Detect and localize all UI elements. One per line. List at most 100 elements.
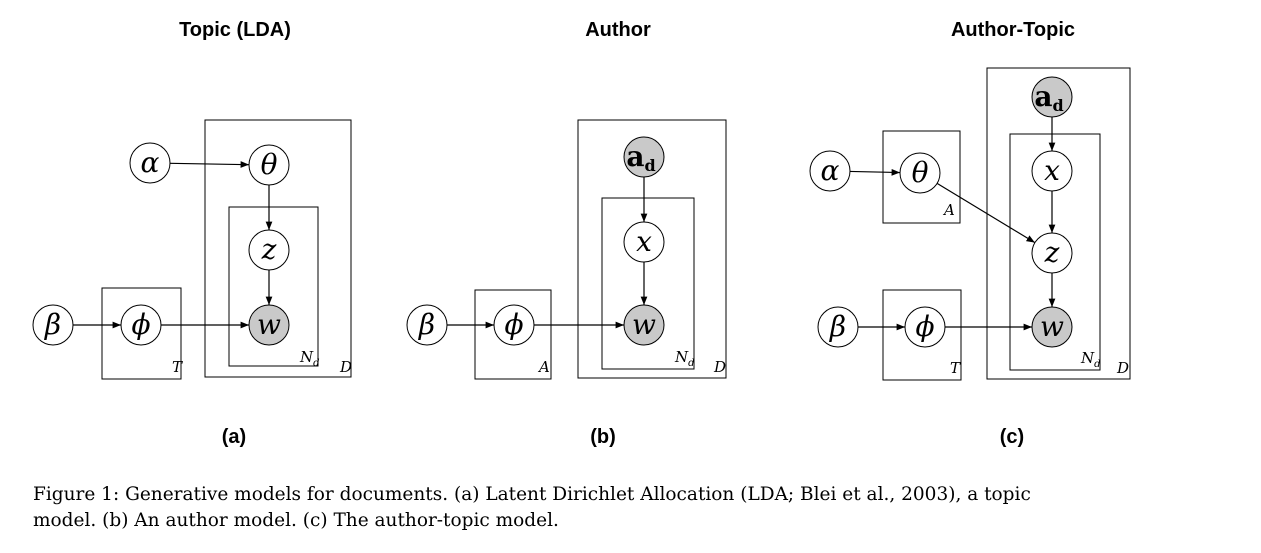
node-symbol-main: z [1044,236,1060,269]
node-w: w [1031,306,1073,348]
plate-label-main: N [1080,349,1095,367]
node-symbol: θ [261,148,278,181]
node-symbol-main: w [257,308,281,341]
plate-label-main: D [713,358,726,376]
node-symbol-main: ϕ [504,308,523,341]
plate-t: T [101,287,183,380]
node-x: x [1031,150,1073,192]
plate-label-main: N [299,348,314,366]
node-symbol: ad [1034,80,1063,115]
plate-label-main: T [950,359,961,377]
panel-label: (b) [590,426,616,448]
edge-theta-to-z [936,182,1036,244]
node-phi: ϕ [493,304,535,346]
figure-caption: Figure 1: Generative models for document… [33,482,1233,534]
plate-nd: Nd [1009,133,1101,371]
plate-label-main: D [339,358,352,376]
node-x: x [623,221,665,263]
plate-label-main: A [537,358,550,376]
caption-line-1: Figure 1: Generative models for document… [33,484,1031,505]
plate-label-main: D [1116,359,1129,377]
plate-label: T [172,358,183,376]
node-symbol-main: ϕ [131,308,150,341]
node-symbol-main: w [632,308,656,341]
model-title: Author-Topic [951,19,1075,41]
latent-node-circle [406,304,448,346]
node-symbol: x [636,225,652,258]
plate-label-subscript: d [313,358,319,369]
latent-node-circle [1031,150,1073,192]
node-beta: β [32,304,74,346]
plate-label: D [339,358,352,376]
node-w: w [248,304,290,346]
node-symbol: w [257,308,281,341]
plate-d: D [204,119,352,378]
node-symbol-main: w [1040,310,1064,343]
plate-label-main: A [942,201,955,219]
node-symbol-main: x [636,225,652,258]
node-symbol-main: α [141,146,160,179]
node-symbol: β [418,308,435,341]
caption-line-2: model. (b) An author model. (c) The auth… [33,510,559,531]
plate-frame [577,119,727,379]
latent-node-circle [1031,232,1073,274]
plate-frame [228,206,319,367]
node-symbol: ϕ [131,308,150,341]
node-beta: β [406,304,448,346]
panel-label: (c) [1000,426,1024,448]
node-symbol: α [141,146,160,179]
plate-a: A [882,130,961,224]
plate-label: Nd [674,348,695,369]
node-symbol: w [632,308,656,341]
node-symbol: ϕ [504,308,523,341]
latent-node-circle [623,221,665,263]
node-alpha: α [809,150,851,192]
model-title: Author [585,19,651,41]
plate-label: Nd [299,348,320,369]
observed-node-circle [1031,306,1073,348]
panel-label: (a) [222,426,246,448]
plate-frame [204,119,352,378]
node-symbol-main: θ [912,156,929,189]
node-symbol-main: ϕ [915,310,934,343]
plate-label: Nd [1080,349,1101,370]
observed-node-circle [623,136,665,178]
node-symbol-main: z [261,233,277,266]
node-symbol: θ [912,156,929,189]
node-w: w [623,304,665,346]
plate-frame [601,197,695,370]
node-symbol-main: α [821,154,840,187]
node-symbol-main: a [626,140,644,173]
latent-node-circle [129,142,171,184]
node-symbol: z [1044,236,1060,269]
plate-nd: Nd [601,197,695,370]
node-symbol-main: β [829,310,846,343]
node-symbol-main: β [44,308,61,341]
latent-node-circle [493,304,535,346]
plate-frame [1009,133,1101,371]
plate-frame [986,67,1131,380]
node-symbol: w [1040,310,1064,343]
node-symbol-subscript: d [644,156,655,175]
plate-label: A [537,358,550,376]
plate-frame [474,289,552,380]
plate-label-subscript: d [688,358,694,369]
plate-d: D [577,119,727,379]
plate-label-main: N [674,348,689,366]
node-alpha: α [129,142,171,184]
node-symbol: β [829,310,846,343]
plate-label: T [950,359,961,377]
edge-alpha-to-theta [169,161,250,168]
plate-d: D [986,67,1131,380]
plate-frame [101,287,182,380]
node-phi: ϕ [904,306,946,348]
node-ad: ad [623,136,665,178]
plate-label: D [713,358,726,376]
plate-a: A [474,289,552,380]
node-symbol-main: θ [261,148,278,181]
node-ad: ad [1031,76,1073,118]
latent-node-circle [248,144,290,186]
